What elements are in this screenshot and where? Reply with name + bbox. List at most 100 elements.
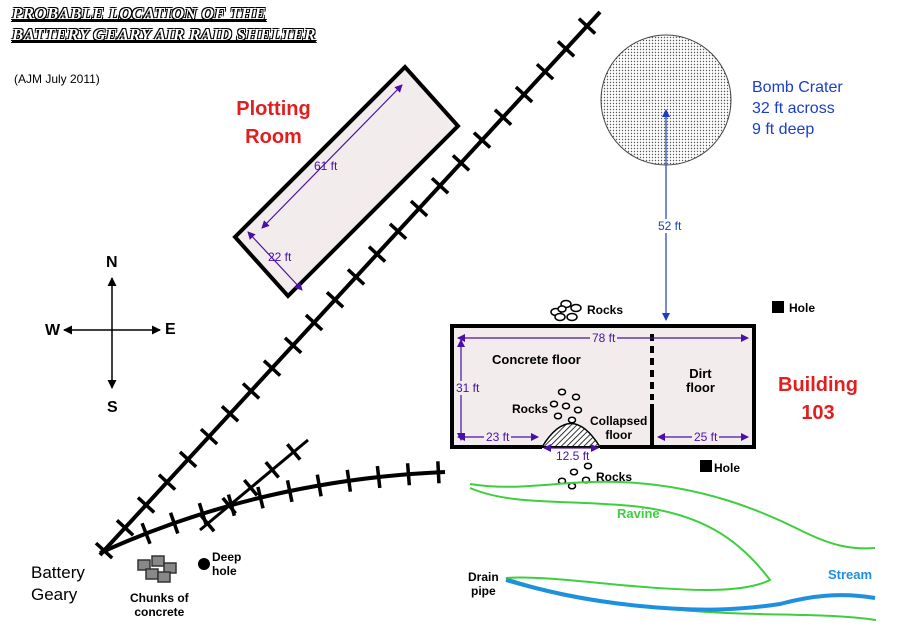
concrete-floor-label: Concrete floor	[492, 352, 581, 367]
railway-tie	[157, 473, 177, 491]
railway-tie	[285, 443, 302, 461]
crater-distance: 52 ft	[656, 219, 684, 233]
title-line-1: PROBABLE LOCATION OF THE	[12, 4, 266, 23]
deep-hole-line-1: Deep	[212, 550, 242, 564]
stream	[505, 578, 876, 612]
credit: (AJM July 2011)	[14, 72, 100, 86]
drain-pipe-line-1: Drain	[468, 570, 499, 584]
rocks-top-label: Rocks	[587, 303, 624, 317]
rocks-inside-label: Rocks	[512, 402, 549, 416]
compass-south: S	[107, 399, 118, 416]
building-length: 78 ft	[590, 331, 618, 345]
railway-tie	[430, 176, 450, 195]
bomb-crater-line-1: Bomb Crater	[752, 79, 843, 96]
railway-tie	[241, 382, 261, 400]
railway-tie	[168, 512, 180, 535]
compass-north: N	[106, 254, 118, 271]
building-label-line-1: Building	[778, 374, 858, 396]
rocks-inside	[549, 388, 583, 424]
stream-label: Stream	[828, 567, 873, 582]
railway-tie	[262, 359, 282, 377]
railway-tie	[345, 469, 353, 492]
dirt-floor-label: Dirt floor	[686, 367, 715, 395]
building-label: Building 103	[772, 371, 864, 427]
battery-geary-line-2: Geary	[31, 585, 78, 604]
left-segment: 23 ft	[484, 430, 512, 444]
compass-east: E	[165, 321, 176, 338]
dirt-floor-line-1: Dirt	[689, 366, 712, 381]
railway-tie	[451, 154, 471, 172]
railway-tie	[556, 40, 576, 58]
rocks-top	[550, 299, 582, 322]
railway-tie	[178, 450, 198, 469]
railway-main	[94, 10, 602, 560]
deep-hole-line-2: hole	[212, 564, 237, 578]
building-depth: 31 ft	[456, 381, 480, 395]
bomb-crater	[600, 34, 732, 321]
railway-tie	[264, 461, 280, 479]
battery-geary-line-1: Battery	[31, 563, 85, 582]
railway-tie	[514, 85, 534, 104]
railway-tie	[304, 313, 324, 332]
railway-tie	[199, 514, 216, 533]
right-segment: 25 ft	[692, 430, 720, 444]
railway-tie	[242, 478, 259, 497]
railway-tie	[405, 463, 412, 486]
collapsed-floor-line-2: floor	[605, 428, 633, 442]
collapsed-floor-label: Collapsed floor	[590, 414, 647, 442]
railway-branch	[99, 461, 446, 555]
railway-tie	[535, 62, 555, 81]
railway-tie	[375, 465, 382, 489]
railway-tie	[367, 245, 387, 263]
railway-tie	[436, 461, 441, 484]
rocks-bottom	[557, 462, 593, 490]
railway-tie	[493, 108, 513, 127]
dirt-floor-line-2: floor	[686, 380, 715, 395]
railway-tie	[285, 479, 294, 503]
railway-tie	[283, 336, 303, 355]
hole-bottom-label: Hole	[714, 461, 741, 475]
hole-bottom	[700, 460, 712, 472]
plotting-room-label-line-1: Plotting	[236, 98, 311, 120]
title-line-2: BATTERY GEARY AIR RAID SHELTER	[12, 25, 316, 44]
deep-hole	[198, 558, 210, 570]
railway-tie	[472, 131, 492, 149]
bomb-crater-line-2: 32 ft across	[752, 100, 835, 117]
plotting-room-label: Plotting Room	[236, 95, 311, 151]
plotting-room	[232, 64, 461, 299]
railway-tie	[256, 486, 265, 509]
railway-tie	[577, 17, 597, 35]
railway-tie	[409, 199, 429, 218]
hole-top	[772, 301, 784, 313]
chunks-label: Chunks of concrete	[130, 591, 189, 619]
drain-pipe-label: Drain pipe	[468, 570, 499, 598]
compass-west: W	[45, 322, 61, 339]
railway-spur	[199, 438, 309, 533]
railway-tie	[199, 427, 219, 446]
rocks-bottom-label: Rocks	[596, 470, 633, 484]
railway-tie	[136, 496, 156, 514]
railway-tie	[140, 522, 152, 545]
railway-tie	[325, 290, 345, 309]
railway-tie	[221, 496, 237, 515]
deep-hole-label: Deep hole	[212, 550, 241, 578]
chunks-line-2: concrete	[134, 605, 185, 619]
collapsed-floor-line-1: Collapsed	[590, 414, 648, 428]
drain-pipe-line-2: pipe	[471, 584, 496, 598]
railway-tie	[315, 474, 323, 497]
concrete-chunks	[137, 555, 177, 583]
plotting-room-width: 22 ft	[268, 250, 292, 264]
battery-geary-label: Battery Geary	[31, 562, 85, 606]
building-label-line-2: 103	[801, 402, 835, 424]
ravine	[469, 480, 877, 621]
bomb-crater-line-3: 9 ft deep	[752, 121, 815, 138]
building-103	[450, 324, 756, 452]
plotting-room-length: 61 ft	[314, 159, 338, 173]
bomb-crater-label: Bomb Crater 32 ft across 9 ft deep	[752, 77, 843, 140]
compass-rose	[63, 277, 161, 389]
plotting-room-label-line-2: Room	[245, 126, 302, 148]
collapsed-width: 12.5 ft	[556, 449, 590, 463]
railway-tie	[220, 405, 240, 423]
chunks-line-1: Chunks of	[130, 591, 189, 605]
